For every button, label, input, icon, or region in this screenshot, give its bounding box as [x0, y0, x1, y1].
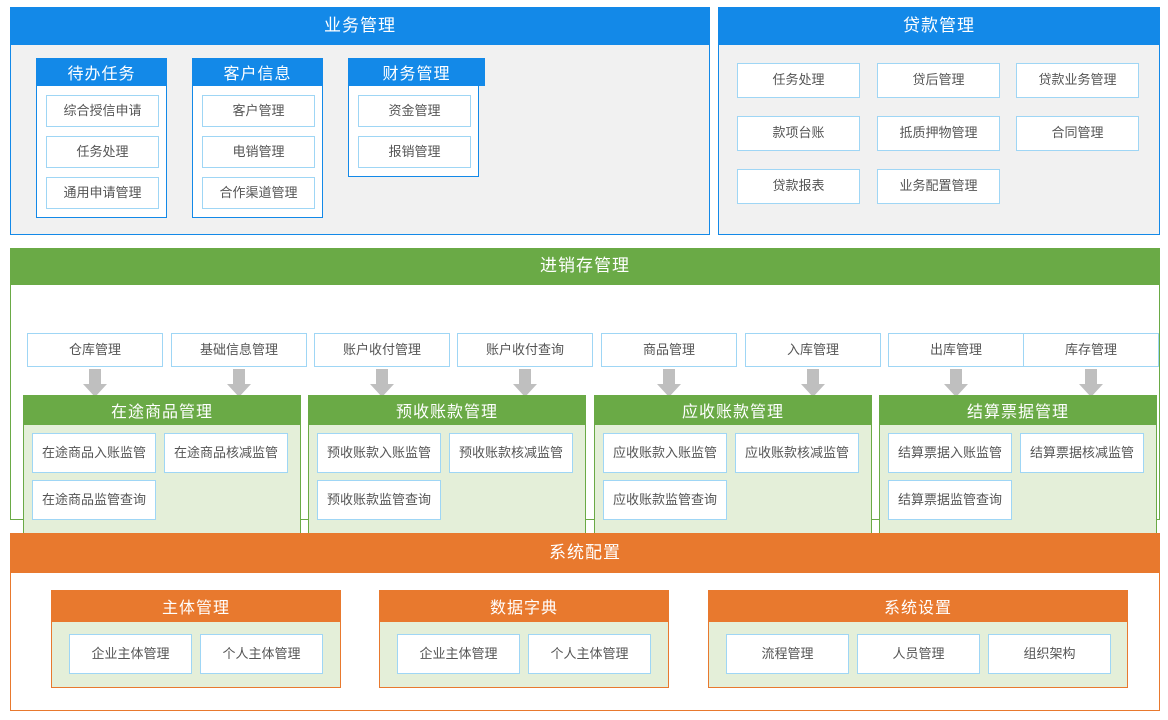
group-entity-management-title: 主体管理	[51, 590, 341, 622]
tile-settlement-bills-entry-supervision[interactable]: 结算票据入账监管	[888, 433, 1012, 473]
tile-general-application-management[interactable]: 通用申请管理	[46, 177, 159, 209]
tile-advance-receipts-entry-supervision[interactable]: 预收账款入账监管	[317, 433, 441, 473]
group-finance-management-title: 财务管理	[348, 58, 485, 86]
tile-loan-task-handling[interactable]: 任务处理	[737, 63, 860, 98]
tile-entity-corporate-management[interactable]: 企业主体管理	[69, 634, 192, 674]
tile-fund-management[interactable]: 资金管理	[358, 95, 471, 127]
tile-partner-channel-management[interactable]: 合作渠道管理	[202, 177, 315, 209]
group-settlement-bills-title: 结算票据管理	[879, 395, 1157, 425]
tile-in-transit-goods-supervision-query[interactable]: 在途商品监管查询	[32, 480, 156, 520]
tile-settlement-bills-deduction-supervision[interactable]: 结算票据核减监管	[1020, 433, 1144, 473]
arrow-down-icon-5	[657, 369, 681, 397]
group-advance-receipts-title: 预收账款管理	[308, 395, 586, 425]
panel-business-management: 业务管理 待办任务 综合授信申请 任务处理 通用申请管理 客户信息 客户管理 电…	[10, 7, 710, 235]
tile-account-receipt-payment-management[interactable]: 账户收付管理	[314, 333, 450, 367]
panel-loan-management-title: 贷款管理	[718, 7, 1160, 45]
arrow-down-icon-2	[227, 369, 251, 397]
group-advance-receipts: 预收账款管理 预收账款入账监管 预收账款核减监管 预收账款监管查询	[308, 395, 586, 537]
tile-advance-receipts-deduction-supervision[interactable]: 预收账款核减监管	[449, 433, 573, 473]
panel-inventory-management-title: 进销存管理	[10, 248, 1160, 285]
tile-entity-individual-management[interactable]: 个人主体管理	[200, 634, 323, 674]
tile-in-transit-goods-deduction-supervision[interactable]: 在途商品核减监管	[164, 433, 288, 473]
tile-stock-management[interactable]: 库存管理	[1023, 333, 1159, 367]
tile-advance-receipts-supervision-query[interactable]: 预收账款监管查询	[317, 480, 441, 520]
group-customer-info-title: 客户信息	[192, 58, 323, 86]
tile-settlement-bills-supervision-query[interactable]: 结算票据监管查询	[888, 480, 1012, 520]
panel-system-configuration: 系统配置 主体管理 企业主体管理 个人主体管理 数据字典 企业主体管理 个人主体…	[10, 533, 1160, 711]
arrow-down-icon-8	[1079, 369, 1103, 397]
tile-warehouse-management[interactable]: 仓库管理	[27, 333, 163, 367]
tile-accounts-receivable-entry-supervision[interactable]: 应收账款入账监管	[603, 433, 727, 473]
tile-contract-management[interactable]: 合同管理	[1016, 116, 1139, 151]
arrow-down-icon-6	[801, 369, 825, 397]
tile-basic-info-management[interactable]: 基础信息管理	[171, 333, 307, 367]
tile-process-management[interactable]: 流程管理	[726, 634, 849, 674]
tile-task-handling[interactable]: 任务处理	[46, 136, 159, 168]
panel-system-configuration-title: 系统配置	[10, 533, 1160, 573]
group-accounts-receivable: 应收账款管理 应收账款入账监管 应收账款核减监管 应收账款监管查询	[594, 395, 872, 537]
tile-dictionary-corporate-management[interactable]: 企业主体管理	[397, 634, 520, 674]
tile-business-config-management[interactable]: 业务配置管理	[877, 169, 1000, 204]
group-system-settings: 系统设置 流程管理 人员管理 组织架构	[708, 590, 1128, 688]
group-in-transit-goods-title: 在途商品管理	[23, 395, 301, 425]
group-data-dictionary-title: 数据字典	[379, 590, 669, 622]
tile-reimbursement-management[interactable]: 报销管理	[358, 136, 471, 168]
tile-customer-management[interactable]: 客户管理	[202, 95, 315, 127]
panel-business-management-title: 业务管理	[10, 7, 710, 45]
group-todo-tasks: 待办任务 综合授信申请 任务处理 通用申请管理	[36, 58, 167, 218]
group-system-settings-title: 系统设置	[708, 590, 1128, 622]
tile-outbound-management[interactable]: 出库管理	[888, 333, 1024, 367]
tile-inbound-management[interactable]: 入库管理	[745, 333, 881, 367]
group-data-dictionary: 数据字典 企业主体管理 个人主体管理	[379, 590, 669, 688]
tile-organization-structure[interactable]: 组织架构	[988, 634, 1111, 674]
panel-inventory-management: 进销存管理 仓库管理 基础信息管理 账户收付管理 账户收付查询 商品管理 入库管…	[10, 248, 1160, 537]
group-settlement-bills: 结算票据管理 结算票据入账监管 结算票据核减监管 结算票据监管查询	[879, 395, 1157, 537]
arrow-down-icon-4	[513, 369, 537, 397]
tile-in-transit-goods-entry-supervision[interactable]: 在途商品入账监管	[32, 433, 156, 473]
tile-goods-management[interactable]: 商品管理	[601, 333, 737, 367]
arrow-down-icon-3	[370, 369, 394, 397]
group-accounts-receivable-title: 应收账款管理	[594, 395, 872, 425]
panel-loan-management: 贷款管理 任务处理 贷后管理 贷款业务管理 款项台账 抵质押物管理 合同管理 贷…	[718, 7, 1160, 235]
group-todo-tasks-title: 待办任务	[36, 58, 167, 86]
tile-accounts-receivable-deduction-supervision[interactable]: 应收账款核减监管	[735, 433, 859, 473]
tile-comprehensive-credit-application[interactable]: 综合授信申请	[46, 95, 159, 127]
tile-post-loan-management[interactable]: 贷后管理	[877, 63, 1000, 98]
tile-payment-ledger[interactable]: 款项台账	[737, 116, 860, 151]
tile-loan-report[interactable]: 贷款报表	[737, 169, 860, 204]
group-customer-info: 客户信息 客户管理 电销管理 合作渠道管理	[192, 58, 323, 218]
tile-collateral-management[interactable]: 抵质押物管理	[877, 116, 1000, 151]
tile-accounts-receivable-supervision-query[interactable]: 应收账款监管查询	[603, 480, 727, 520]
arrow-down-icon-1	[83, 369, 107, 397]
tile-dictionary-individual-management[interactable]: 个人主体管理	[528, 634, 651, 674]
group-finance-management: 财务管理 资金管理 报销管理	[348, 58, 485, 177]
tile-personnel-management[interactable]: 人员管理	[857, 634, 980, 674]
group-entity-management: 主体管理 企业主体管理 个人主体管理	[51, 590, 341, 688]
tile-loan-business-management[interactable]: 贷款业务管理	[1016, 63, 1139, 98]
arrow-down-icon-7	[944, 369, 968, 397]
group-in-transit-goods: 在途商品管理 在途商品入账监管 在途商品核减监管 在途商品监管查询	[23, 395, 301, 537]
tile-account-receipt-payment-query[interactable]: 账户收付查询	[457, 333, 593, 367]
tile-telemarketing-management[interactable]: 电销管理	[202, 136, 315, 168]
